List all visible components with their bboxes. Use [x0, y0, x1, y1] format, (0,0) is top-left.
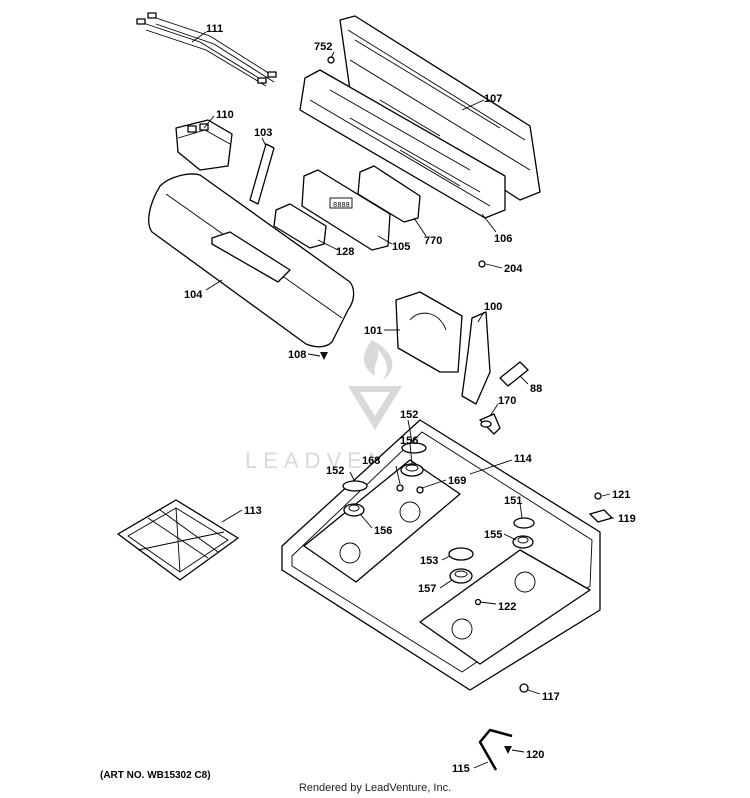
label-152-left: 152	[326, 465, 344, 477]
label-170: 170	[498, 395, 516, 407]
control-board-105: 8888	[301, 169, 391, 251]
label-119: 119	[618, 513, 636, 525]
label-103: 103	[254, 127, 272, 139]
control-box-110	[175, 119, 233, 171]
label-128: 128	[336, 246, 354, 258]
label-113: 113	[244, 505, 262, 517]
bracket-100	[461, 311, 491, 405]
igniter-168	[396, 484, 404, 492]
bracket-103	[249, 143, 275, 205]
burner-head-156-rear	[400, 463, 424, 477]
label-108: 108	[288, 349, 306, 361]
label-122: 122	[498, 601, 516, 613]
watermark-flame-icon	[364, 340, 393, 380]
manifold-panel-106	[299, 69, 506, 219]
screw-121	[594, 492, 602, 500]
back-panel-107	[339, 15, 541, 201]
label-157: 157	[418, 583, 436, 595]
bracket-119	[589, 509, 613, 523]
label-105: 105	[392, 241, 410, 253]
handle-88	[499, 361, 529, 387]
watermark-v-icon	[348, 386, 402, 430]
label-169: 169	[448, 475, 466, 487]
label-106: 106	[494, 233, 512, 245]
label-88: 88	[530, 383, 542, 395]
label-168: 168	[362, 455, 380, 467]
callout-labels: 111 752 107 110 103 106 770 105 128 104 …	[184, 23, 636, 775]
label-100: 100	[484, 301, 502, 313]
burner-cap-152-rear	[401, 442, 427, 454]
screw-108	[320, 352, 328, 360]
burner-cap-153	[448, 547, 474, 561]
grate-113	[117, 499, 239, 581]
screw-204	[478, 260, 486, 268]
orifice-122	[474, 598, 482, 606]
burner-head-156-front	[343, 503, 365, 517]
knob-170	[479, 413, 501, 435]
leader-lines	[191, 31, 614, 769]
trim-770	[357, 165, 421, 223]
label-121: 121	[612, 489, 630, 501]
label-114: 114	[514, 453, 533, 465]
label-117: 117	[542, 691, 560, 703]
label-152-rear: 152	[400, 409, 418, 421]
label-153: 153	[420, 555, 438, 567]
label-770: 770	[424, 235, 442, 247]
bracket-101	[395, 291, 463, 373]
label-156-front: 156	[374, 525, 392, 537]
nut-117	[519, 683, 529, 693]
label-204: 204	[504, 263, 523, 275]
overlay-128	[273, 203, 327, 249]
label-151: 151	[504, 495, 522, 507]
label-110: 110	[216, 109, 234, 121]
label-120: 120	[526, 749, 544, 761]
burner-head-157	[449, 568, 473, 584]
label-104: 104	[184, 289, 203, 301]
label-101: 101	[364, 325, 382, 337]
wire-harness-111	[136, 12, 277, 87]
igniter-169	[416, 486, 424, 494]
label-155: 155	[484, 529, 502, 541]
tube-115	[478, 728, 513, 771]
label-107: 107	[484, 93, 502, 105]
label-115: 115	[452, 763, 470, 775]
burner-cap-151	[513, 517, 535, 529]
art-number: (ART NO. WB15302 C8)	[100, 770, 211, 781]
label-111: 111	[206, 23, 223, 35]
burner-cap-152-left	[342, 480, 368, 492]
svg-text:8888: 8888	[333, 202, 350, 210]
burner-head-155	[512, 535, 534, 549]
label-752: 752	[314, 41, 332, 53]
rendered-by-credit: Rendered by LeadVenture, Inc.	[298, 782, 452, 794]
fitting-120	[504, 746, 512, 754]
backsplash-104	[148, 173, 355, 348]
label-156-rear: 156	[400, 435, 418, 447]
